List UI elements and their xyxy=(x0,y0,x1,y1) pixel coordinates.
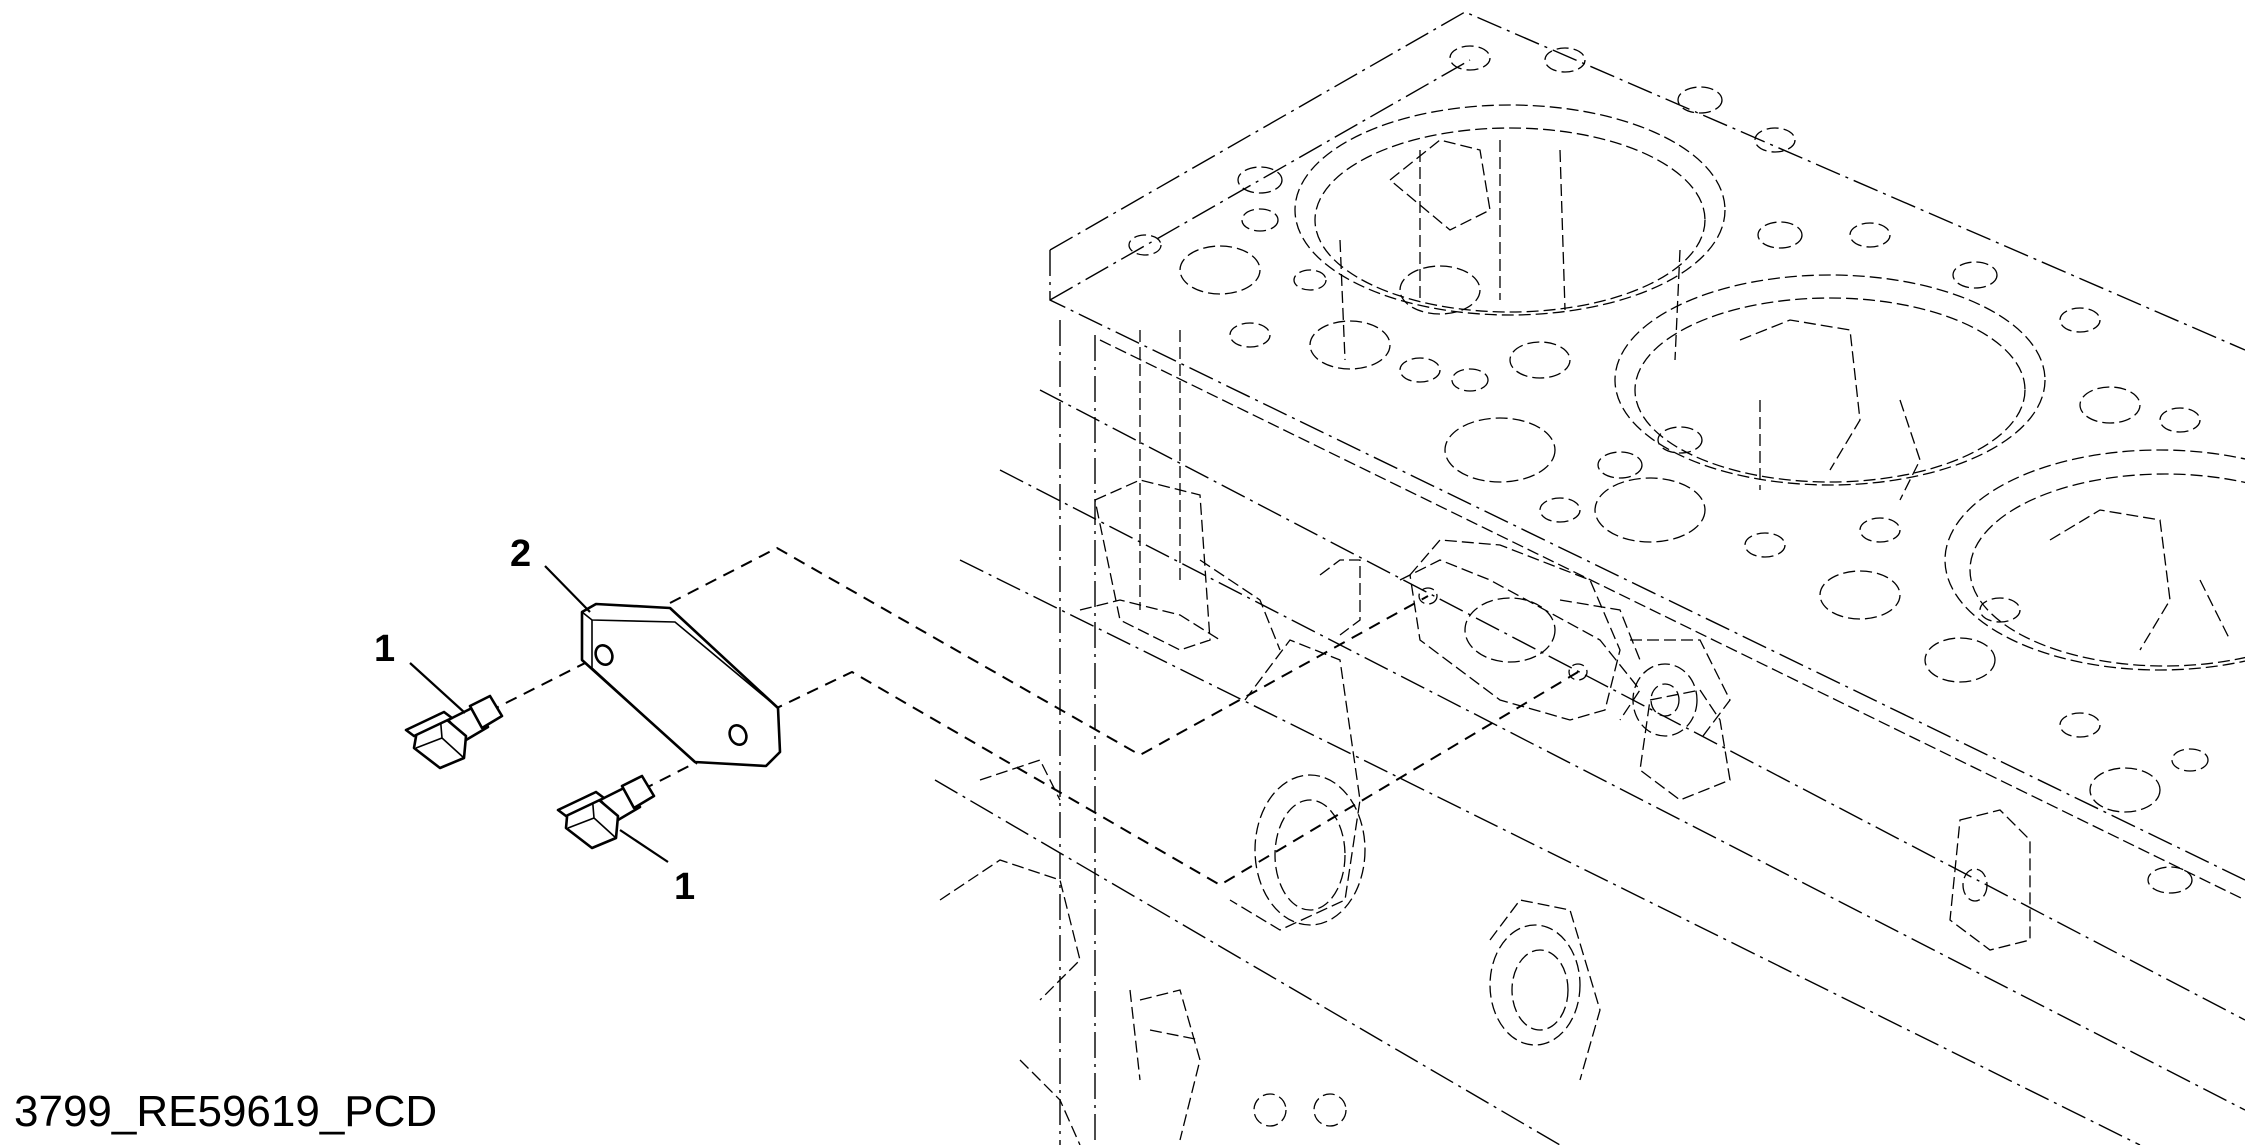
cylinder-bore-1 xyxy=(1294,104,1726,361)
deck-holes xyxy=(1128,45,2209,894)
callout-2-plate: 2 xyxy=(510,533,532,575)
leader-lines xyxy=(409,565,669,863)
cylinder-bore-3 xyxy=(1944,449,2245,671)
callout-1-bolt-upper: 1 xyxy=(374,628,396,670)
cap-screw-lower xyxy=(556,774,656,850)
mounting-pad xyxy=(1409,539,1621,721)
callout-1-bolt-lower: 1 xyxy=(674,866,696,908)
block-side-features xyxy=(939,479,2031,1145)
cap-screw-upper xyxy=(404,694,504,770)
explosion-lines xyxy=(487,546,1579,887)
cylinder-bore-2 xyxy=(1614,274,2046,501)
cover-plate xyxy=(580,602,782,768)
figure-id-label: 3799_RE59619_PCD xyxy=(14,1087,438,1136)
engine-block xyxy=(934,11,2245,1145)
